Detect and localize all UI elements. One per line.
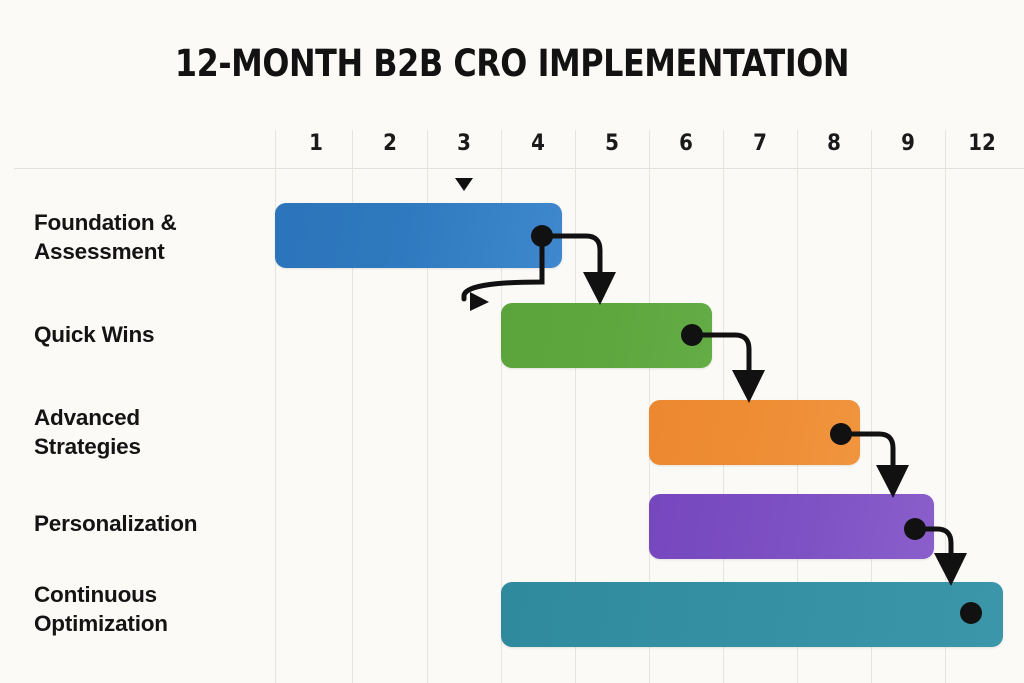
gridline-month-1 <box>275 130 276 683</box>
task-label-line-2: Strategies <box>34 434 141 459</box>
gridline-month-12 <box>945 130 946 683</box>
connector-dot-continuous[interactable] <box>960 602 982 624</box>
connector-dot-advanced[interactable] <box>830 423 852 445</box>
axis-tick-label-6: 6 <box>679 131 693 156</box>
task-label-line-1: Foundation & <box>34 210 177 235</box>
task-label-advanced-strategies: Advanced Strategies <box>34 403 269 461</box>
axis-baseline <box>14 168 1024 169</box>
gantt-bar-continuous-optimization[interactable] <box>501 582 1003 647</box>
milestone-marker-icon <box>455 178 473 191</box>
axis-tick-label-8: 8 <box>827 131 841 156</box>
axis-tick-label-7: 7 <box>753 131 767 156</box>
gridline-month-3 <box>427 130 428 683</box>
gridline-month-9 <box>871 130 872 683</box>
axis-tick-label-5: 5 <box>605 131 619 156</box>
task-label-line-1: Advanced <box>34 405 140 430</box>
gantt-bar-quick-wins[interactable] <box>501 303 712 368</box>
task-label-line-2: Optimization <box>34 611 168 636</box>
axis-tick-label-1: 1 <box>309 131 323 156</box>
gantt-bar-advanced-strategies[interactable] <box>649 400 860 465</box>
connector-dot-personalization[interactable] <box>904 518 926 540</box>
task-label-personalization: Personalization <box>34 509 269 538</box>
axis-tick-label-3: 3 <box>457 131 471 156</box>
connector-dot-quickwins[interactable] <box>681 324 703 346</box>
gridline-month-2 <box>352 130 353 683</box>
task-label-continuous-optimization: Continuous Optimization <box>34 580 269 638</box>
gridline-month-5 <box>575 130 576 683</box>
axis-tick-label-2: 2 <box>383 131 397 156</box>
axis-tick-label-9: 9 <box>901 131 915 156</box>
gridline-month-4 <box>501 130 502 683</box>
task-label-line-1: Personalization <box>34 511 198 536</box>
gantt-bar-personalization[interactable] <box>649 494 934 559</box>
task-label-line-1: Continuous <box>34 582 157 607</box>
connector-dot-foundation[interactable] <box>531 225 553 247</box>
axis-tick-label-4: 4 <box>531 131 545 156</box>
task-label-quick-wins: Quick Wins <box>34 320 269 349</box>
task-label-line-2: Assessment <box>34 239 165 264</box>
axis-tick-label-12: 12 <box>968 131 996 156</box>
page-title: 12-MONTH B2B CRO IMPLEMENTATION <box>174 42 850 85</box>
task-label-line-1: Quick Wins <box>34 322 155 347</box>
task-label-foundation-assessment: Foundation & Assessment <box>34 208 269 266</box>
